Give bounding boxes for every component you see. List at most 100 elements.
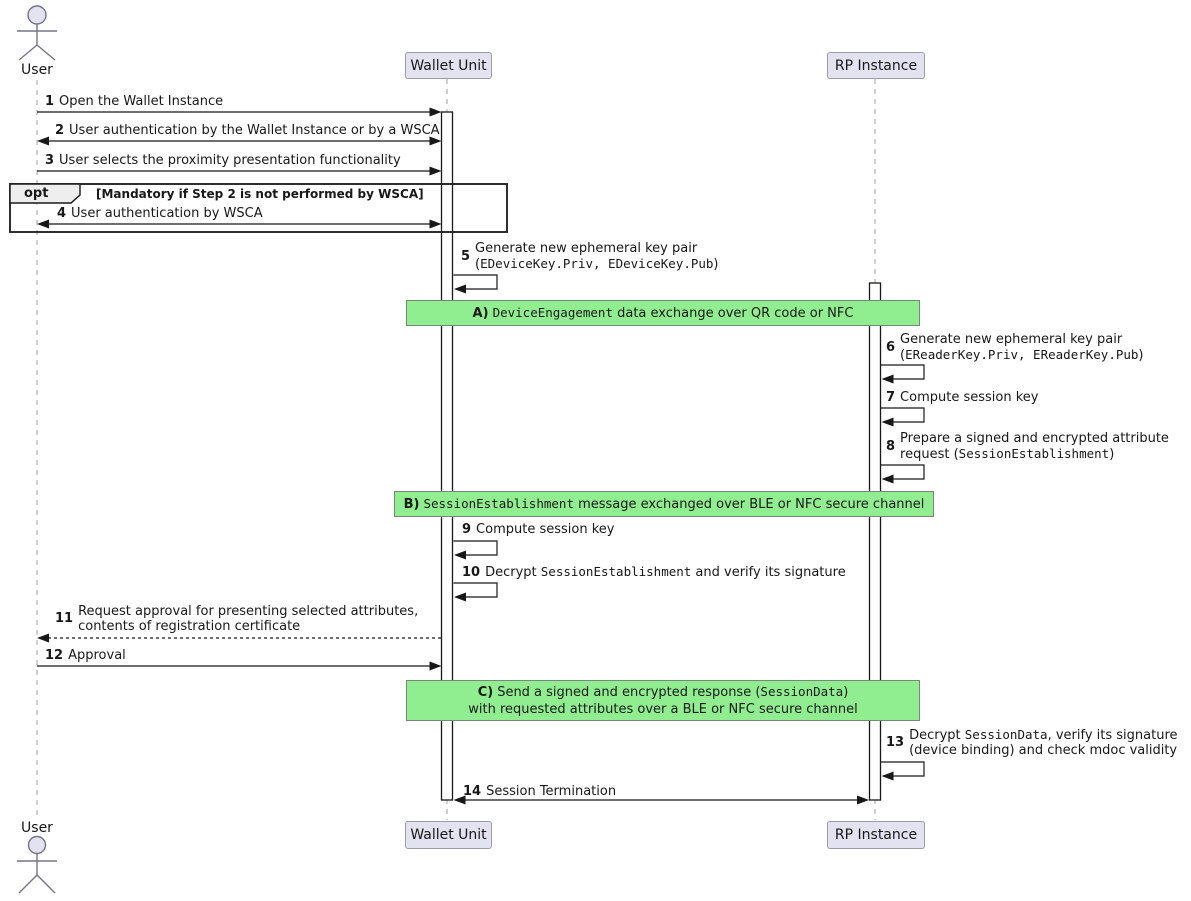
divider-b-post: message exchanged over BLE or NFC secure… bbox=[573, 497, 925, 512]
participant-wallet-label: Wallet Unit bbox=[410, 57, 487, 74]
message-7-self-arrow bbox=[881, 407, 925, 427]
message-9-number: 9 bbox=[462, 522, 472, 537]
divider-c-line1-post: ) bbox=[843, 685, 849, 700]
message-5-self-arrow bbox=[453, 274, 498, 294]
participant-rp-bottom: RP Instance bbox=[827, 821, 925, 849]
actor-leg-right bbox=[36, 44, 56, 61]
message-3-arrow bbox=[37, 166, 442, 176]
message-3-label: 3 User selects the proximity presentation… bbox=[45, 153, 401, 169]
rp-activation-bar bbox=[868, 282, 882, 801]
message-9-text: Compute session key bbox=[476, 522, 615, 537]
message-13-line1-mono: SessionData bbox=[964, 727, 1048, 742]
divider-c: C)Send a signed and encrypted response (… bbox=[406, 680, 920, 721]
actor-leg-left bbox=[18, 874, 38, 894]
message-13-line2: (device binding) and check mdoc validity bbox=[909, 743, 1178, 758]
divider-c-mono: SessionData bbox=[760, 684, 844, 699]
divider-c-line1: C)Send a signed and encrypted response (… bbox=[478, 683, 849, 701]
message-9-label: 9 Compute session key bbox=[462, 522, 614, 538]
divider-a-text: A)DeviceEngagement data exchange over QR… bbox=[473, 304, 854, 322]
message-9-self-arrow bbox=[453, 540, 498, 560]
message-7-number: 7 bbox=[886, 390, 896, 405]
message-3-text: User selects the proximity presentation … bbox=[59, 153, 401, 168]
message-10-self-arrow bbox=[453, 582, 498, 602]
message-5-number: 5 bbox=[461, 248, 471, 264]
message-10-post: and verify its signature bbox=[691, 565, 846, 580]
divider-a-prefix: A) bbox=[472, 306, 489, 321]
message-4-number: 4 bbox=[57, 206, 67, 221]
participant-wallet-bottom: Wallet Unit bbox=[405, 821, 492, 849]
message-10-pre: Decrypt bbox=[485, 565, 541, 580]
message-12-text: Approval bbox=[68, 648, 126, 663]
actor-head bbox=[27, 835, 47, 855]
message-4-label: 4 User authentication by WSCA bbox=[57, 206, 263, 222]
message-1-arrow bbox=[37, 107, 442, 117]
message-8-line2-pre: request ( bbox=[900, 447, 959, 462]
message-14-arrow bbox=[453, 795, 869, 805]
message-5-line2: (EDeviceKey.Priv, EDeviceKey.Pub) bbox=[475, 256, 718, 272]
participant-user-top: User bbox=[21, 62, 53, 78]
message-14-label: 14 Session Termination bbox=[463, 784, 616, 800]
participant-user-bottom: User bbox=[21, 820, 53, 836]
message-6-number: 6 bbox=[886, 339, 896, 355]
message-14-text: Session Termination bbox=[486, 784, 617, 799]
message-5-label: 5 Generate new ephemeral key pair(EDevice… bbox=[461, 241, 719, 272]
message-13-number: 13 bbox=[886, 734, 905, 750]
message-1-text: Open the Wallet Instance bbox=[59, 94, 224, 109]
actor-head bbox=[27, 5, 47, 25]
participant-rp-label: RP Instance bbox=[834, 827, 918, 843]
message-12-arrow bbox=[37, 661, 442, 671]
participant-rp-top: RP Instance bbox=[827, 52, 925, 79]
message-4-arrow bbox=[37, 219, 442, 229]
message-8-line2-post: ) bbox=[1109, 447, 1115, 462]
message-5-line1: Generate new ephemeral key pair bbox=[475, 241, 698, 256]
opt-keyword: opt bbox=[24, 186, 49, 201]
message-8-number: 8 bbox=[886, 438, 896, 454]
divider-b-mono: SessionEstablishment bbox=[423, 496, 574, 511]
message-6-line2-mono: EReaderKey.Priv, EReaderKey.Pub bbox=[905, 347, 1139, 362]
divider-c-line2: with requested attributes over a BLE or … bbox=[468, 702, 858, 717]
message-6-line2-pre: ( bbox=[900, 348, 906, 363]
message-11-arrow bbox=[37, 633, 441, 643]
actor-leg-right bbox=[36, 874, 56, 894]
message-5-line2-mono: EDeviceKey.Priv, EDeviceKey.Pub bbox=[480, 256, 714, 271]
message-14-number: 14 bbox=[463, 784, 482, 799]
message-10-mono: SessionEstablishment bbox=[540, 564, 692, 579]
message-8-line2: request (SessionEstablishment) bbox=[900, 446, 1169, 462]
message-12-label: 12 Approval bbox=[45, 648, 126, 664]
participant-wallet-top: Wallet Unit bbox=[405, 52, 492, 79]
divider-b: B)SessionEstablishment message exchanged… bbox=[394, 491, 934, 517]
message-13-line1: Decrypt SessionData, verify its signatur… bbox=[909, 727, 1177, 743]
divider-b-prefix: B) bbox=[403, 497, 420, 512]
message-3-number: 3 bbox=[45, 153, 55, 168]
message-13-line1-pre: Decrypt bbox=[909, 728, 965, 743]
opt-fragment-header bbox=[9, 183, 81, 204]
actor-leg-left bbox=[18, 44, 38, 61]
message-11-line1: Request approval for presenting selected… bbox=[78, 604, 419, 619]
message-8-line1: Prepare a signed and encrypted attribute bbox=[900, 431, 1169, 446]
message-2-number: 2 bbox=[55, 123, 65, 138]
divider-a-mono: DeviceEngagement bbox=[492, 305, 613, 320]
message-12-number: 12 bbox=[45, 648, 64, 663]
divider-c-prefix: C) bbox=[477, 685, 494, 700]
message-8-self-arrow bbox=[881, 464, 925, 484]
participant-wallet-label: Wallet Unit bbox=[410, 827, 487, 843]
message-6-line2-post: ) bbox=[1138, 348, 1144, 363]
divider-a: A)DeviceEngagement data exchange over QR… bbox=[406, 300, 920, 326]
user-actor-icon-bottom bbox=[17, 835, 57, 894]
message-13-self-arrow bbox=[881, 761, 925, 781]
message-11-line2: contents of registration certificate bbox=[78, 619, 301, 634]
divider-c-line1-pre: Send a signed and encrypted response ( bbox=[497, 685, 761, 700]
user-actor-icon-top bbox=[17, 5, 57, 61]
message-1-number: 1 bbox=[45, 94, 55, 109]
message-2-arrow bbox=[37, 136, 442, 146]
participant-rp-label: RP Instance bbox=[834, 57, 918, 74]
message-6-self-arrow bbox=[881, 364, 925, 384]
message-1-label: 1 Open the Wallet Instance bbox=[45, 94, 223, 110]
message-4-text: User authentication by WSCA bbox=[71, 206, 263, 221]
